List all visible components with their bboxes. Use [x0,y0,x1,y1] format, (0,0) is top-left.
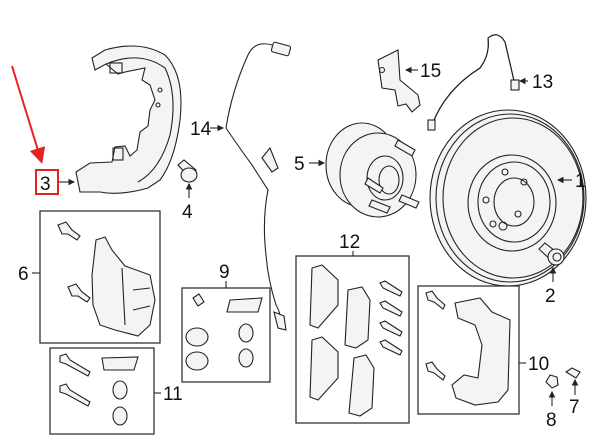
callout-2[interactable]: 2 [545,286,556,307]
brake-pad-set[interactable] [309,264,403,417]
callout-3[interactable]: 3 [40,174,51,195]
splash-shield-bolt[interactable] [177,159,198,183]
callout-7[interactable]: 7 [569,397,580,418]
callout-10[interactable]: 10 [528,354,549,375]
hub-bearing-assembly[interactable] [325,122,420,218]
caliper-guide-pin-kit[interactable] [59,353,139,426]
callout-8[interactable]: 8 [546,410,557,431]
caliper-guide-pin-kit-box [49,347,155,435]
callout-5[interactable]: 5 [294,154,305,175]
callout-12[interactable]: 12 [339,232,360,253]
callout-13[interactable]: 13 [532,72,553,93]
bleeder-screw[interactable] [564,367,581,379]
hose-bracket[interactable] [377,49,421,113]
callout-1[interactable]: 1 [575,171,586,192]
callout-9[interactable]: 9 [219,262,230,283]
bleeder-cap[interactable] [545,374,559,389]
caliper-assembly-box [39,210,161,344]
rotor-retainer-screw[interactable] [538,242,565,266]
brake-rotor[interactable] [429,109,587,287]
caliper-assembly[interactable] [57,221,156,337]
brake-hose[interactable] [427,34,520,131]
splash-shield[interactable] [75,45,182,194]
callout-14[interactable]: 14 [190,119,212,140]
callout-4[interactable]: 4 [182,202,193,223]
caliper-support-bracket-box [417,285,520,415]
callout-11[interactable]: 11 [163,384,183,405]
callout-6[interactable]: 6 [18,264,29,285]
caliper-seal-kit[interactable] [185,293,263,371]
caliper-support-bracket[interactable] [425,290,511,406]
highlight-box [35,169,59,195]
abs-wheel-speed-sensor[interactable] [225,41,292,331]
callout-15[interactable]: 15 [420,61,441,82]
highlight-arrow [11,65,46,164]
